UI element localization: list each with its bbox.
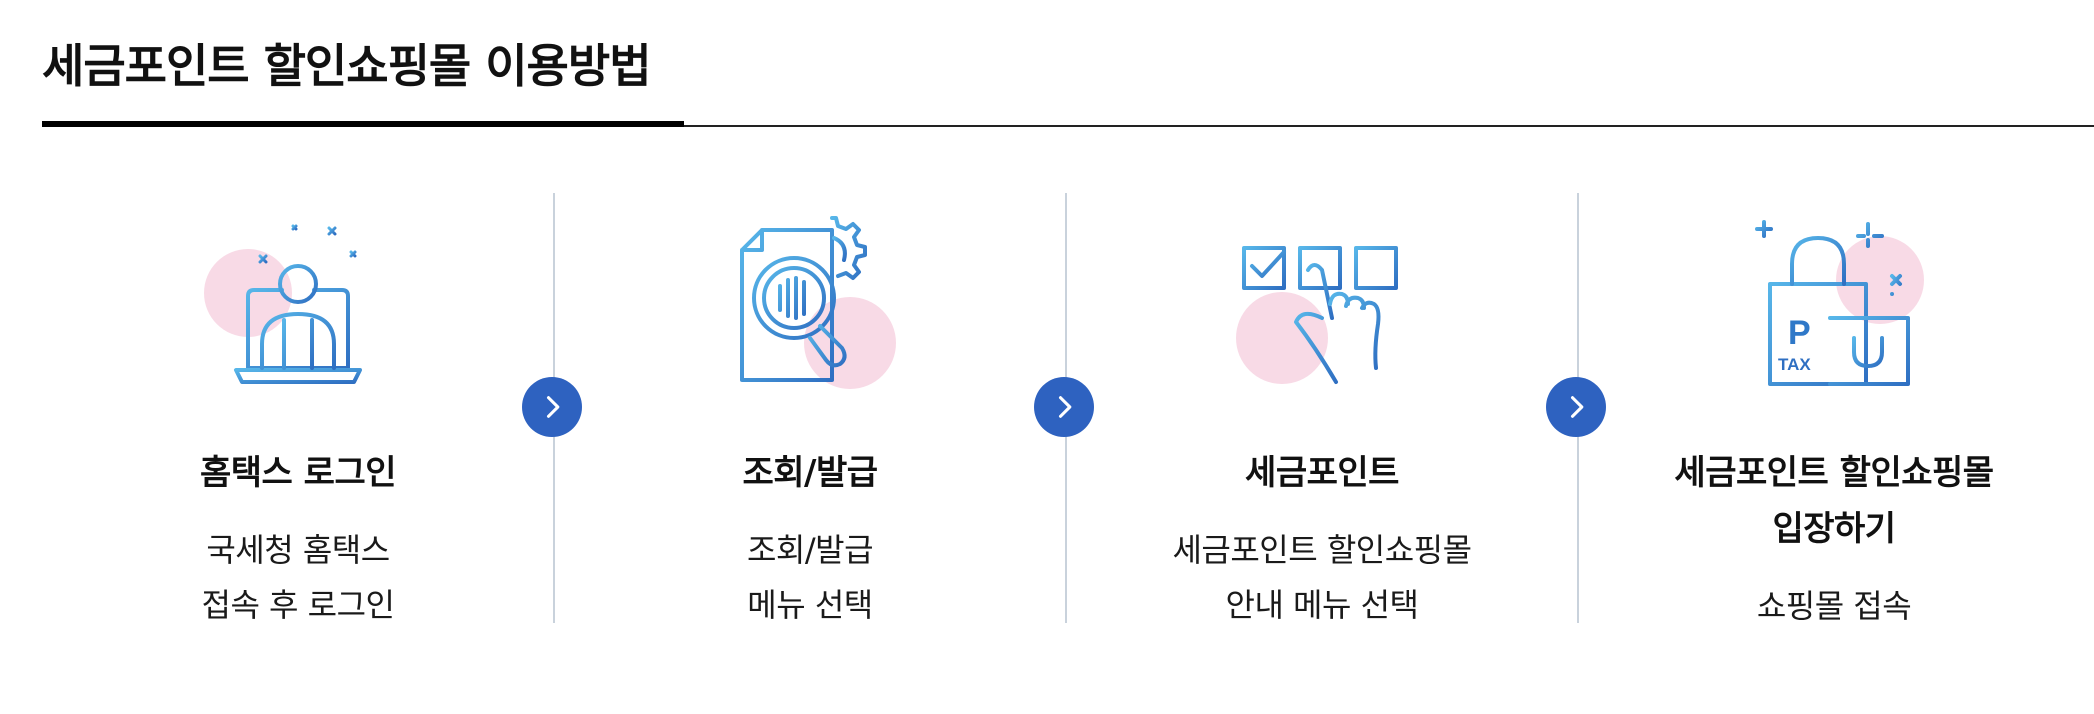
step-description: 조회/발급 메뉴 선택: [746, 531, 874, 624]
next-step-arrow: [522, 377, 582, 437]
checkbox-hand-icon: [1236, 246, 1398, 384]
step-title: 조회/발급: [742, 453, 878, 493]
step-enter-mall: P TAX 세금포인트 할인쇼핑몰 입장하기 쇼핑몰 접속: [1578, 193, 2090, 625]
next-step-arrow: [1546, 377, 1606, 437]
laptop-user-icon: [204, 224, 362, 384]
chevron-right-icon: [1570, 396, 1584, 418]
document-search-gear-icon: [740, 216, 896, 389]
steps-container: 홈택스 로그인 국세청 홈택스 접속 후 로그인: [42, 193, 2094, 625]
step-description: 쇼핑몰 접속: [1756, 587, 1912, 625]
svg-text:P: P: [1788, 314, 1811, 352]
step-description: 세금포인트 할인쇼핑몰 안내 메뉴 선택: [1172, 531, 1472, 624]
step-title: 홈택스 로그인: [199, 453, 397, 493]
chevron-right-icon: [1058, 396, 1072, 418]
title-underline: [42, 121, 684, 127]
step-homtax-login: 홈택스 로그인 국세청 홈택스 접속 후 로그인: [42, 193, 554, 624]
shopping-bags-icon: P TAX: [1755, 220, 1924, 386]
page-title: 세금포인트 할인쇼핑몰 이용방법: [42, 39, 652, 93]
svg-text:TAX: TAX: [1778, 355, 1811, 374]
chevron-right-icon: [546, 396, 560, 418]
title-divider: [42, 125, 2094, 127]
step-title: 세금포인트 할인쇼핑몰 입장하기: [1674, 453, 1994, 549]
step-inquiry-issue: 조회/발급 조회/발급 메뉴 선택: [554, 193, 1066, 624]
step-title: 세금포인트: [1245, 453, 1399, 493]
step-tax-point: 세금포인트 세금포인트 할인쇼핑몰 안내 메뉴 선택: [1066, 193, 1578, 624]
step-description: 국세청 홈택스 접속 후 로그인: [201, 531, 395, 624]
next-step-arrow: [1034, 377, 1094, 437]
